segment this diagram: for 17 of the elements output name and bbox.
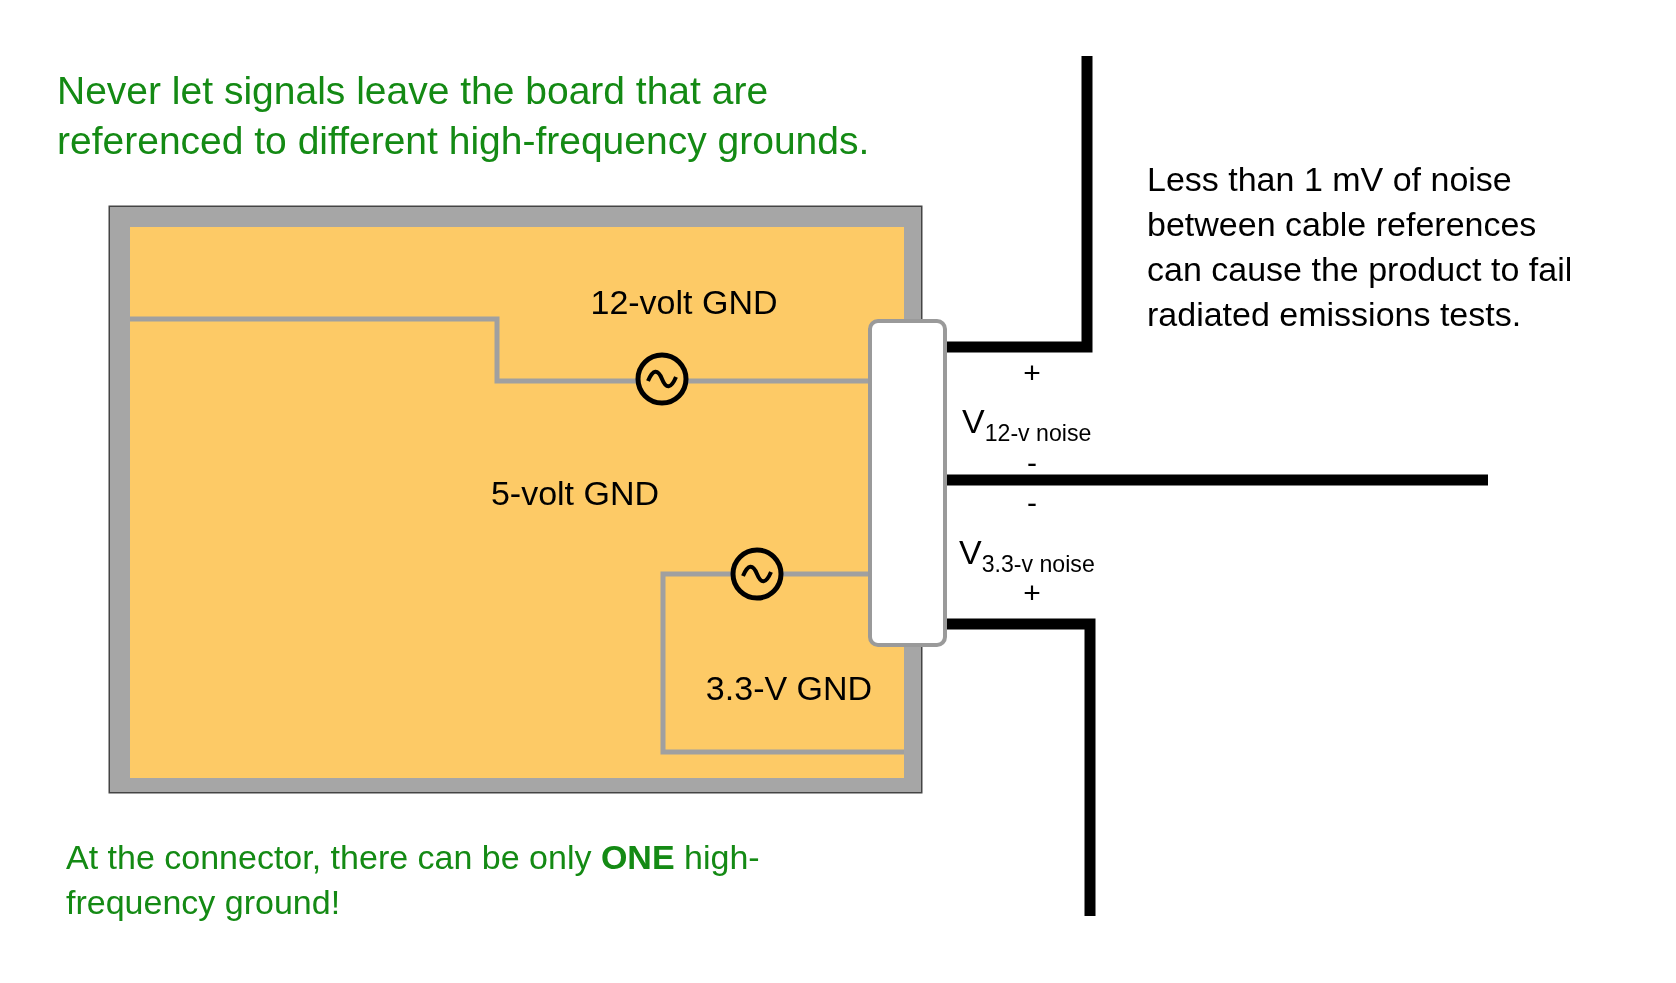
circuit-board: [110, 207, 921, 792]
note-text: Less than 1 mV of noise between cable references can cause the product to fail radiated emissions tests.: [1147, 159, 1574, 335]
polarity-sign: -: [1027, 448, 1037, 478]
polarity-sign: +: [1023, 358, 1041, 388]
title: Never let signals leave the board that are referenced to different high-frequency grounds.: [57, 68, 871, 164]
connector-box: [868, 319, 947, 647]
cable-wire: [947, 56, 1093, 353]
region-label: 12-volt GND: [590, 282, 778, 322]
voltage-label: V$_{12-v noise}$: [962, 400, 1092, 448]
region-label: 5-volt GND: [490, 473, 660, 513]
voltage-label: V$_{3.3-v noise}$: [959, 531, 1095, 579]
note-text: At the connector, there can be only ONE high-frequency ground!: [66, 837, 761, 923]
polarity-sign: -: [1027, 488, 1037, 518]
region-label: 3.3-V GND: [705, 668, 873, 708]
polarity-sign: +: [1023, 578, 1041, 608]
cable-wire: [947, 618, 1096, 916]
cable-wire: [947, 474, 1488, 486]
